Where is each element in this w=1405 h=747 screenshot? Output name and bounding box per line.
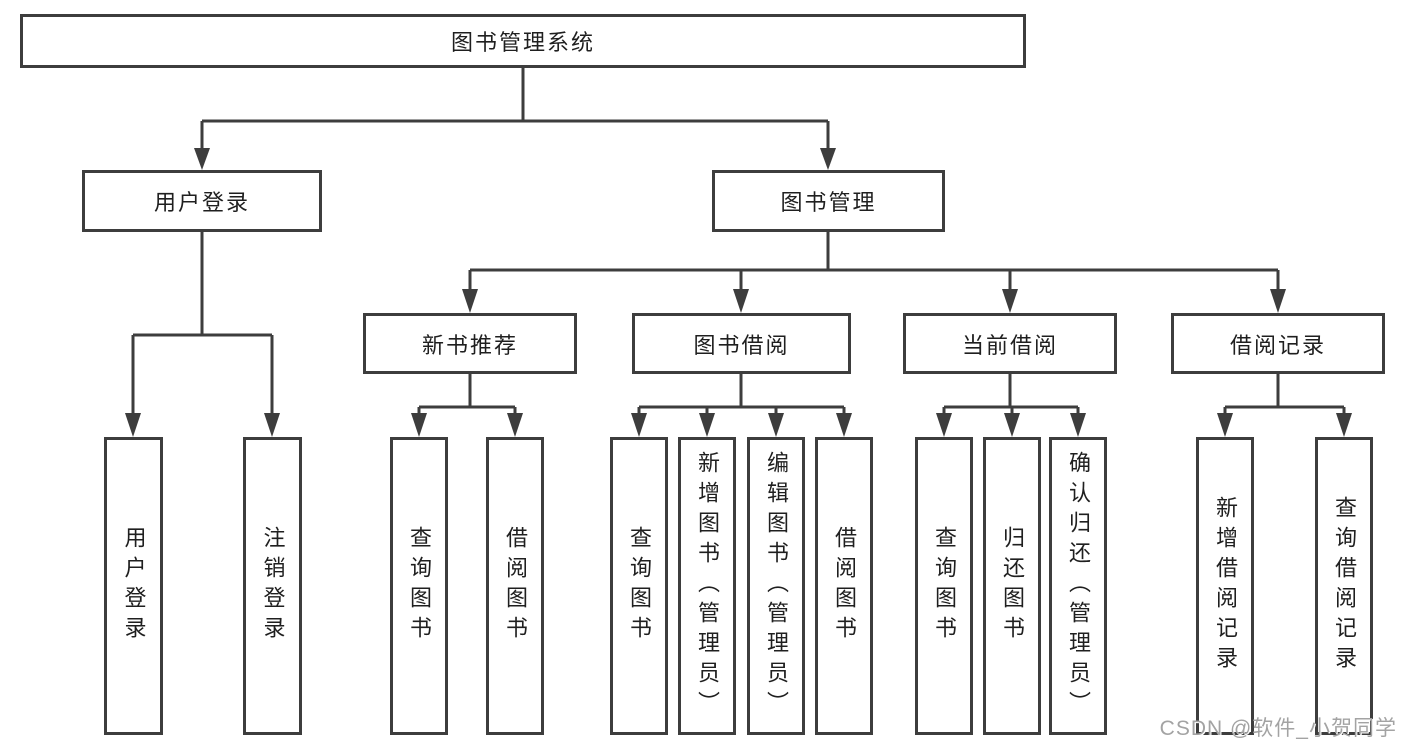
leaf-recommend-borrow-books: 借阅图书 [486, 437, 544, 735]
leaf-user-login: 用户登录 [104, 437, 163, 735]
node-borrowing-records: 借阅记录 [1171, 313, 1385, 374]
node-library-management-system: 图书管理系统 [20, 14, 1026, 68]
leaf-edit-books-admin: 编辑图书（管理员） [747, 437, 805, 735]
node-user-login-group: 用户登录 [82, 170, 322, 232]
leaf-add-books-admin: 新增图书（管理员） [678, 437, 736, 735]
leaf-borrow-books: 借阅图书 [815, 437, 873, 735]
leaf-borrowing-query-books: 查询图书 [610, 437, 668, 735]
leaf-current-query-books: 查询图书 [915, 437, 973, 735]
leaf-add-borrow-record: 新增借阅记录 [1196, 437, 1254, 735]
csdn-watermark: CSDN @软件_小贺同学 [1159, 717, 1397, 740]
leaf-query-borrow-record: 查询借阅记录 [1315, 437, 1373, 735]
node-book-borrowing: 图书借阅 [632, 313, 851, 374]
leaf-return-books: 归还图书 [983, 437, 1041, 735]
node-book-management: 图书管理 [712, 170, 945, 232]
node-new-book-recommendation: 新书推荐 [363, 313, 577, 374]
leaf-recommend-query-books: 查询图书 [390, 437, 448, 735]
node-current-borrowing: 当前借阅 [903, 313, 1117, 374]
leaf-confirm-return-admin: 确认归还（管理员） [1049, 437, 1107, 735]
leaf-logout-login: 注销登录 [243, 437, 302, 735]
